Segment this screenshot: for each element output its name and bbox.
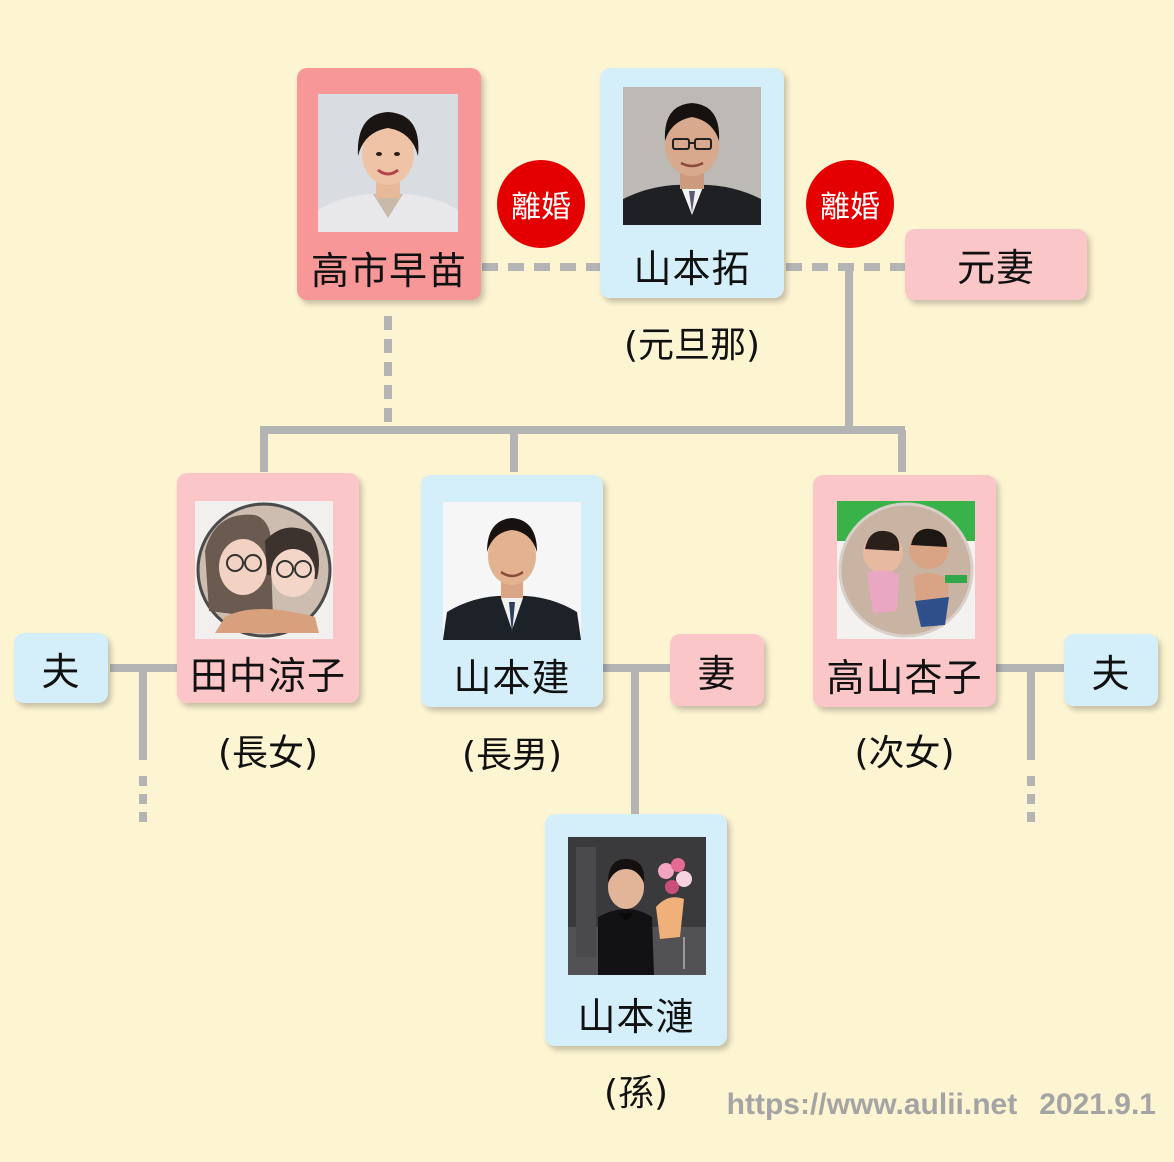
person-card-takayama: 高山杏子 [813, 475, 996, 707]
person-name-husband-right: 夫 [1091, 651, 1131, 696]
footer-date: 2021.9.1 [1039, 1088, 1156, 1121]
portrait-yamamoto-ren-photo [568, 837, 706, 975]
person-name-yamamoto-taku: 山本拓 [633, 247, 751, 291]
person-card-ex-wife: 元妻 [905, 229, 1087, 300]
footer-credit: https://www.aulii.net 2021.9.1 [727, 1088, 1156, 1122]
person-name-tanaka: 田中涼子 [189, 654, 346, 698]
role-label-eldest-son: (長男) [461, 735, 563, 776]
person-name-wife: 妻 [697, 651, 737, 696]
person-name-ex-wife: 元妻 [956, 246, 1035, 290]
portrait-tanaka-photo [195, 501, 333, 639]
person-name-takayama: 高山杏子 [826, 656, 983, 700]
role-label-grandchild: (孫) [603, 1073, 669, 1114]
portrait-takaichi-photo [318, 94, 458, 232]
person-card-tanaka: 田中涼子 [177, 473, 359, 703]
person-card-takaichi: 高市早苗 [297, 68, 481, 300]
person-name-husband-left: 夫 [41, 649, 81, 694]
person-card-husband-left: 夫 [14, 633, 108, 703]
portrait-yamamoto-ken-photo [443, 502, 581, 640]
person-card-husband-right: 夫 [1064, 634, 1158, 706]
portrait-yamamoto-taku-photo [623, 87, 761, 225]
person-name-yamamoto-ken: 山本建 [453, 656, 571, 700]
portrait-takayama-photo [837, 501, 975, 639]
divorce-badge-2: 離婚 [806, 160, 894, 248]
person-card-yamamoto-ren: 山本漣 [545, 814, 727, 1046]
person-card-wife: 妻 [670, 634, 764, 706]
person-card-yamamoto-taku: 山本拓 [600, 68, 784, 298]
footer-url: https://www.aulii.net [726, 1088, 1018, 1121]
person-name-takaichi: 高市早苗 [310, 249, 467, 293]
divorce-badge-1: 離婚 [497, 160, 585, 248]
role-label-eldest-daughter: (長女) [217, 733, 319, 774]
person-card-yamamoto-ken: 山本建 [421, 475, 603, 707]
role-label-second-daughter: (次女) [854, 733, 955, 774]
role-label-ex-husband: (元旦那) [623, 325, 761, 366]
person-name-yamamoto-ren: 山本漣 [577, 995, 695, 1039]
